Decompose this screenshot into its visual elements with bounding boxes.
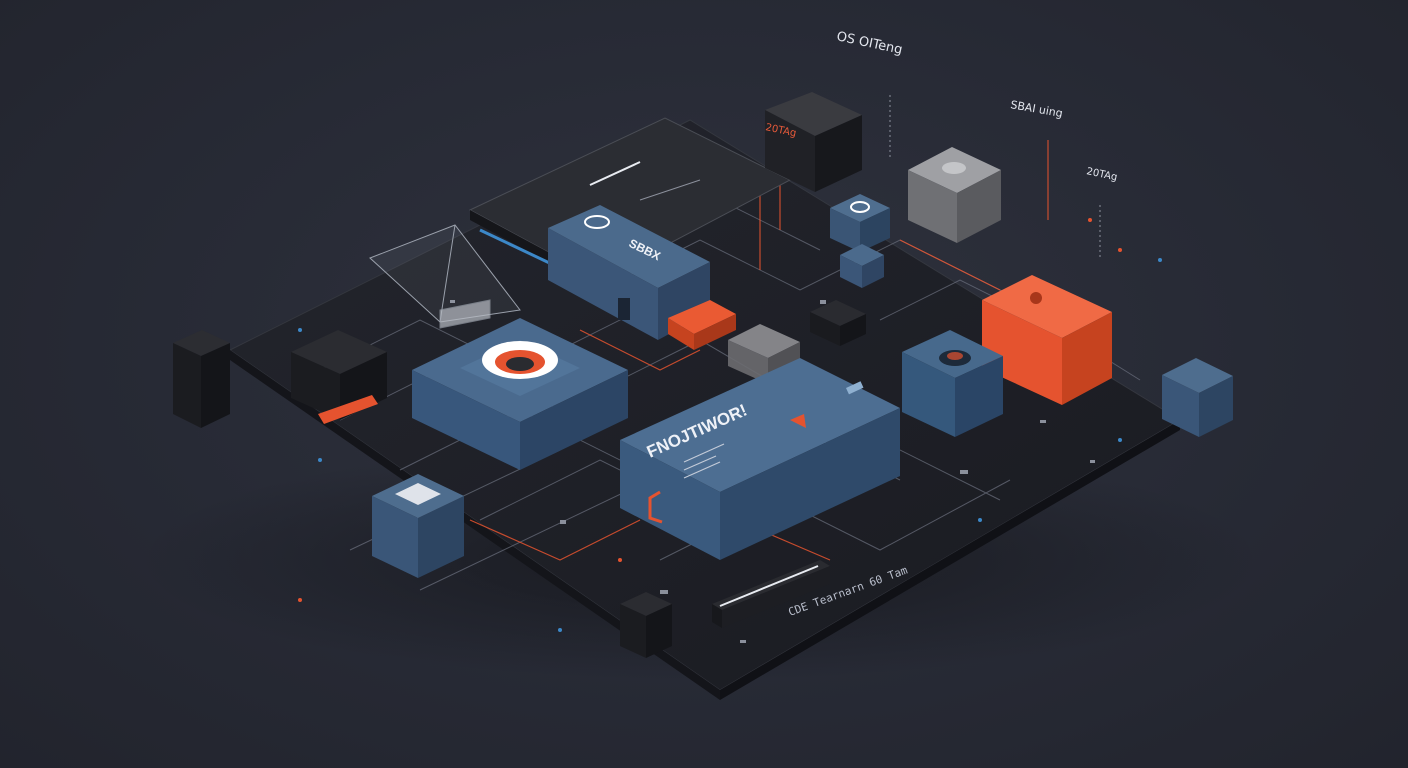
bottom-bar: [712, 560, 830, 628]
dark-cube-top: [765, 92, 862, 192]
circuit-board-edge-right: [720, 420, 1180, 700]
bottom-dark-block: [620, 592, 672, 658]
left-pillar: [173, 330, 230, 428]
label-right-small: 20TAg: [1085, 166, 1118, 183]
grey-cube: [908, 147, 1001, 243]
bottom-left-cube: [372, 474, 464, 578]
dark-chip: [810, 300, 866, 346]
blue-sensor-cube: [830, 194, 890, 252]
glass-blue-cube: [902, 330, 1003, 437]
dark-cube-left: [291, 330, 387, 424]
main-block-lines: [683, 443, 725, 479]
orange-cube: [982, 275, 1112, 405]
orange-clamp: [648, 490, 663, 524]
small-blue-cube: [840, 244, 884, 288]
main-block: [620, 358, 900, 560]
glass-frame: [369, 224, 521, 329]
circuit-board-edge: [230, 350, 720, 700]
ring-block: [412, 318, 628, 470]
leader-lines: [889, 95, 1101, 260]
label-top-center: OS OITeng: [835, 29, 904, 58]
orange-connector: [668, 300, 736, 350]
label-top-right: SBAI uing: [1009, 98, 1063, 120]
far-right-cube: [1162, 358, 1233, 437]
